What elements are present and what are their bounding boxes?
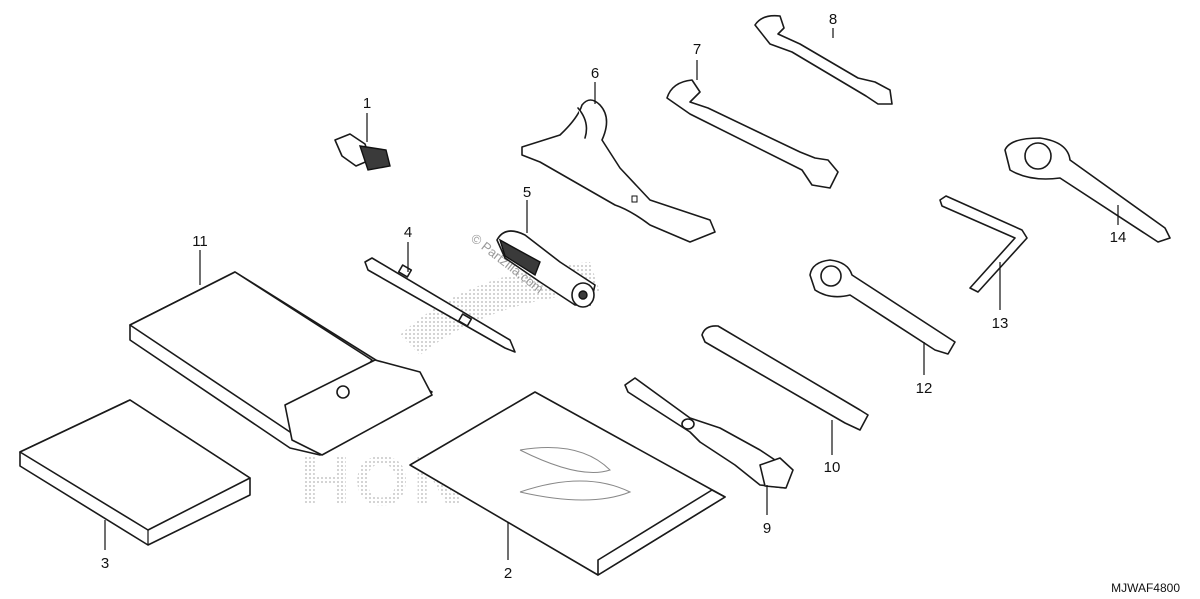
part-10-strip[interactable] <box>701 325 869 455</box>
callout-9: 9 <box>763 520 771 537</box>
callout-2: 2 <box>504 565 512 582</box>
part-1-clip[interactable] <box>334 113 391 171</box>
part-8-wrench[interactable] <box>754 14 893 105</box>
part-5-handle[interactable] <box>496 200 596 308</box>
callout-5: 5 <box>523 184 531 201</box>
part-2-bag[interactable] <box>409 391 726 576</box>
callout-labels: 1 2 3 4 5 6 7 8 9 10 11 12 13 14 <box>101 11 1127 582</box>
callout-6: 6 <box>591 65 599 82</box>
callout-4: 4 <box>404 224 412 241</box>
callout-7: 7 <box>693 41 701 58</box>
callout-11: 11 <box>192 233 208 250</box>
callout-13: 13 <box>992 315 1009 332</box>
callout-1: 1 <box>363 95 371 112</box>
part-14-box-wrench[interactable] <box>1004 137 1171 243</box>
diagram-code: MJWAF4800 <box>1111 581 1180 595</box>
part-7-wrench[interactable] <box>666 60 839 189</box>
callout-8: 8 <box>829 11 837 28</box>
callout-10: 10 <box>824 459 841 476</box>
callout-12: 12 <box>916 380 933 397</box>
part-9-plug-wrench[interactable] <box>624 377 794 515</box>
callout-3: 3 <box>101 555 109 572</box>
part-4-screwdriver-bit[interactable] <box>364 242 516 353</box>
part-12-box-wrench[interactable] <box>809 259 956 375</box>
part-11-tool-bag[interactable] <box>129 250 433 456</box>
callout-14: 14 <box>1110 229 1127 246</box>
part-6-hook-spanner[interactable] <box>521 82 716 243</box>
part-3-manual[interactable] <box>19 399 251 550</box>
part-13-hex-key[interactable] <box>939 195 1028 310</box>
